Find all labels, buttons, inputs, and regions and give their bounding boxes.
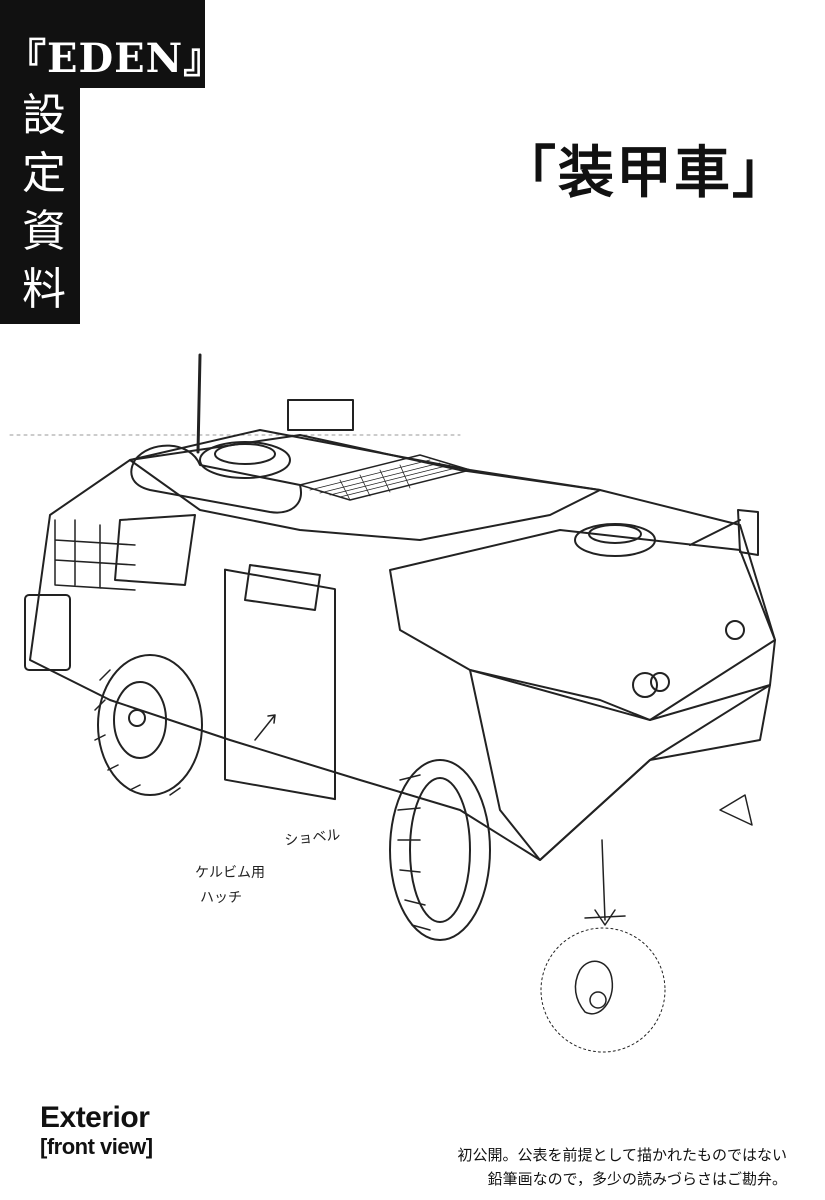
front-wheel xyxy=(389,759,491,941)
shovel-arrow xyxy=(254,714,276,741)
armored-car-sketch: ケルビム用 ハッチ ショベル xyxy=(9,353,776,1053)
upper-deck xyxy=(129,429,601,541)
side-label-char: 料 xyxy=(22,264,66,315)
detail-arrow xyxy=(601,839,606,921)
headlight xyxy=(632,672,658,698)
side-label-column xyxy=(0,88,80,324)
front-plate xyxy=(389,529,776,721)
side-railing xyxy=(54,519,136,591)
side-label-char: 設 xyxy=(22,90,66,141)
view-caption: Exterior [front view] xyxy=(40,1102,153,1160)
side-window xyxy=(114,514,196,586)
series-title: 『EDEN』 xyxy=(6,35,225,82)
side-label-char: 定 xyxy=(22,148,66,199)
series-title-block xyxy=(0,0,205,88)
roof-hatch xyxy=(199,441,291,479)
annotation-hatch-line1: ケルビム用 xyxy=(195,865,265,881)
annotation-shovel: ショベル xyxy=(284,827,341,849)
note-line: 初公開。公表を前提として描かれたものではない xyxy=(457,1146,787,1164)
rear-wheel xyxy=(97,654,203,796)
headlight xyxy=(650,672,670,692)
annotation-hatch-line2: ハッチ xyxy=(200,890,242,906)
roof-grille xyxy=(299,454,471,501)
side-label-char: 資 xyxy=(22,206,66,257)
sketch-annotations: ケルビム用 ハッチ ショベル xyxy=(195,827,341,906)
tow-arrow xyxy=(719,794,753,826)
headlight xyxy=(725,620,745,640)
author-note: 初公開。公表を前提として描かれたものではない 鉛筆画なので，多少の読みづらさはご… xyxy=(457,1143,787,1191)
note-line: 鉛筆画なので，多少の読みづらさはご勘弁。 xyxy=(487,1170,787,1188)
front-hatch xyxy=(588,524,642,544)
side-label: 設 定 資 料 xyxy=(20,88,68,318)
hull-outline xyxy=(29,434,776,861)
roof-box xyxy=(287,399,354,431)
side-window xyxy=(244,564,321,611)
roof-hatch xyxy=(214,443,276,465)
caption-exterior: Exterior xyxy=(40,1101,150,1134)
detail-sketch xyxy=(540,927,666,1053)
antenna xyxy=(196,353,202,454)
stowed-gear xyxy=(130,444,302,514)
jerry-can xyxy=(24,594,71,671)
side-door xyxy=(224,568,336,801)
page-title: 「装甲車」 xyxy=(500,141,790,206)
side-mirror xyxy=(689,509,759,556)
lower-hull xyxy=(469,669,771,861)
caption-front-view: [front view] xyxy=(40,1134,153,1159)
